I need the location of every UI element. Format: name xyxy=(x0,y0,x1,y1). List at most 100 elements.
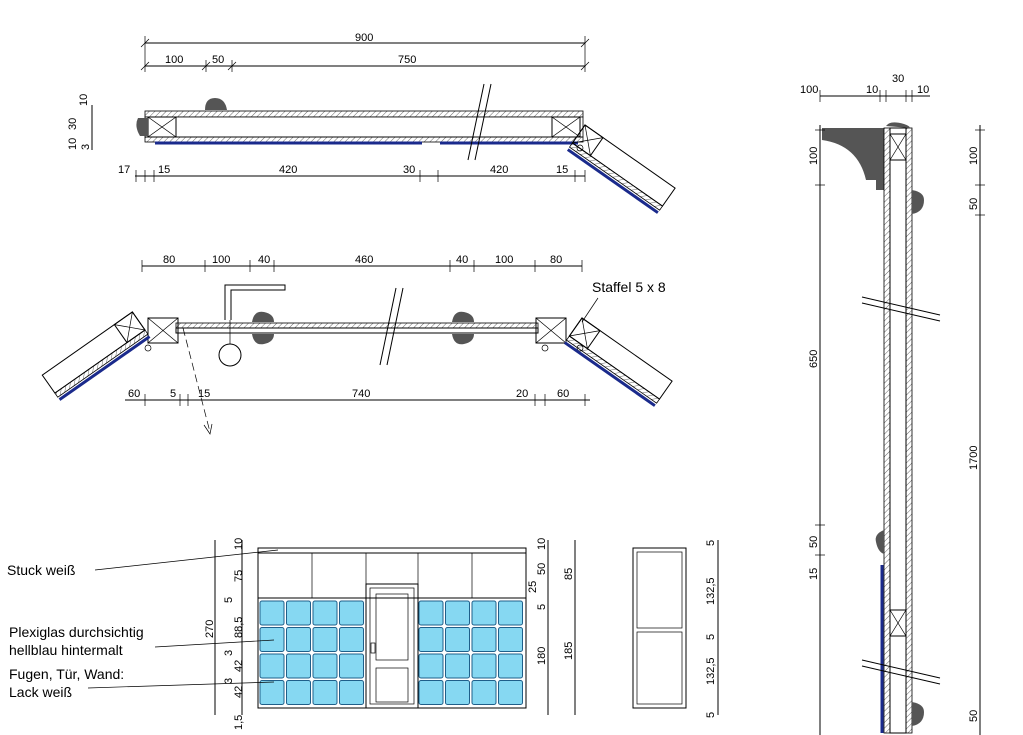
plan2-dim-c: 40 xyxy=(258,254,270,266)
plan1-bot-dim-b: 15 xyxy=(158,164,170,176)
elev-right-dim-3: 25 xyxy=(527,581,539,593)
plan1-left-dim-d: 3 xyxy=(80,144,92,150)
elev-left-dim-7: 3 xyxy=(223,678,235,684)
elev-left-dim-4: 88,5 xyxy=(233,617,245,638)
plan1-dim-total: 900 xyxy=(355,32,373,44)
elev-left-dim-0: 10 xyxy=(233,538,245,550)
side-dim-2: 5 xyxy=(705,634,717,640)
glass-tile xyxy=(286,627,311,652)
glass-tile xyxy=(312,627,338,652)
glass-tile xyxy=(259,680,285,705)
glass-tile xyxy=(445,680,470,705)
front-elevation: Stuck weiß Plexiglas durchsichtig hellbl… xyxy=(7,538,576,730)
door xyxy=(365,583,419,709)
plan2-dim-a: 80 xyxy=(163,254,175,266)
glass-tiles-left xyxy=(259,600,364,705)
glass-tile xyxy=(418,627,444,652)
plan2-bot-dim-e: 20 xyxy=(516,388,528,400)
glass-tile xyxy=(471,600,497,626)
plan1-left-dim-b: 10 xyxy=(67,138,79,150)
plan2-dim-d: 460 xyxy=(355,254,373,266)
glass-tile xyxy=(498,627,523,652)
glass-tile xyxy=(498,653,523,679)
glass-tile xyxy=(339,653,364,679)
glass-tile xyxy=(445,600,470,626)
label-joints-2: Lack weiß xyxy=(9,684,72,700)
label-joints-1: Fugen, Tür, Wand: xyxy=(9,666,124,682)
glass-tile xyxy=(418,680,444,705)
glass-tile xyxy=(286,653,311,679)
section-left-dim-0: 100 xyxy=(808,147,820,165)
section-top-dim-3: 10 xyxy=(917,84,929,96)
plan1-bot-dim-c: 420 xyxy=(279,164,297,176)
elev-left-dim-1: 75 xyxy=(233,570,245,582)
glass-tile xyxy=(498,680,523,705)
plan1-dim-a: 100 xyxy=(165,54,183,66)
glass-tile xyxy=(445,653,470,679)
plan1-left-dim-a: 10 xyxy=(78,94,90,106)
elev-left-dim-6: 42 xyxy=(233,660,245,672)
plan-view-middle: 80 100 40 460 40 100 80 Staffel 5 x 8 xyxy=(41,254,673,435)
glass-tile xyxy=(339,680,364,705)
glass-tile xyxy=(312,653,338,679)
glass-tile xyxy=(339,627,364,652)
glass-tile xyxy=(259,600,285,626)
glass-tile xyxy=(312,600,338,626)
plan1-bot-dim-f: 15 xyxy=(556,164,568,176)
glass-tile xyxy=(471,627,497,652)
section-right-dim-2: 1700 xyxy=(968,446,980,470)
plan1-dim-c: 750 xyxy=(398,54,416,66)
elev-left-dim-5: 3 xyxy=(223,650,235,656)
plan-view-top: 900 100 50 750 10 10 30 3 xyxy=(67,32,676,214)
glass-tiles-right xyxy=(418,600,523,705)
side-dim-3: 132,5 xyxy=(705,657,717,685)
section-right-dim-1: 50 xyxy=(968,198,980,210)
section-top-dim-1: 10 xyxy=(866,84,878,96)
glass-tile xyxy=(286,600,311,626)
elev-left-dim-9: 1,5 xyxy=(233,715,245,730)
label-stucco: Stuck weiß xyxy=(7,562,75,578)
section-right-dim-0: 100 xyxy=(968,147,980,165)
elev-right-dim-5: 180 xyxy=(536,647,548,665)
plan1-dim-b: 50 xyxy=(212,54,224,66)
label-plexiglas-2: hellblau hintermalt xyxy=(9,642,123,658)
elev-right-dim-1: 50 xyxy=(536,563,548,575)
glass-tile xyxy=(339,600,364,626)
section-left-dim-1: 650 xyxy=(808,350,820,368)
plan2-dim-f: 100 xyxy=(495,254,513,266)
section-top-dim-0: 100 xyxy=(800,84,818,96)
wall-section: 100 10 30 10 100 650 15 50 100 50 1700 5… xyxy=(800,73,985,735)
side-dim-4: 5 xyxy=(705,712,717,718)
glass-tile xyxy=(471,653,497,679)
plan2-dim-g: 80 xyxy=(550,254,562,266)
side-dim-0: 5 xyxy=(705,540,717,546)
section-top-dim-2: 30 xyxy=(892,73,904,85)
plan1-bot-dim-a: 17 xyxy=(118,164,130,176)
elev-right-dim-4: 5 xyxy=(536,604,548,610)
plan2-bot-dim-b: 5 xyxy=(170,388,176,400)
elev-left-dim-8: 42 xyxy=(233,686,245,698)
label-plexiglas-1: Plexiglas durchsichtig xyxy=(9,624,144,640)
plan1-bot-dim-e: 420 xyxy=(490,164,508,176)
plan1-bot-dim-d: 30 xyxy=(403,164,415,176)
section-left-dim-3: 50 xyxy=(808,536,820,548)
section-left-dim-2: 15 xyxy=(808,568,820,580)
glass-tile xyxy=(259,653,285,679)
plan1-left-dim-c: 30 xyxy=(67,118,79,130)
side-view: 5 132,5 5 132,5 5 xyxy=(632,540,719,718)
plan2-bot-dim-c: 15 xyxy=(198,388,210,400)
elev-right-dim-6: 185 xyxy=(563,642,575,660)
side-dim-1: 132,5 xyxy=(705,577,717,605)
elev-left-dim-3: 270 xyxy=(204,620,216,638)
staffel-callout: Staffel 5 x 8 xyxy=(592,279,666,295)
elev-right-dim-0: 10 xyxy=(536,538,548,550)
plan2-bot-dim-a: 60 xyxy=(128,388,140,400)
elev-left-dim-2: 5 xyxy=(223,597,235,603)
glass-tile xyxy=(286,680,311,705)
plan2-dim-b: 100 xyxy=(212,254,230,266)
glass-tile xyxy=(312,680,338,705)
section-right-dim-3: 50 xyxy=(968,710,980,722)
plan2-dim-e: 40 xyxy=(456,254,468,266)
glass-tile xyxy=(259,627,285,652)
